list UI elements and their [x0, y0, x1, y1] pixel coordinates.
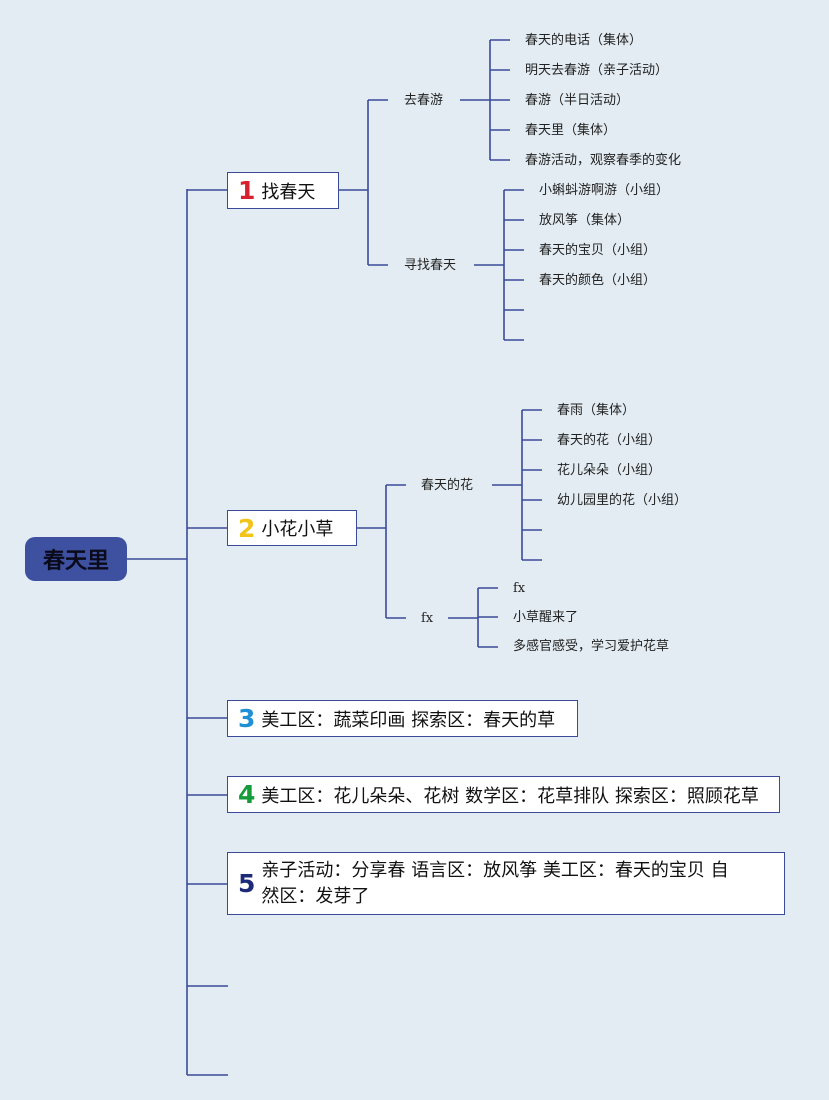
leaf-item[interactable]: 多感官感受，学习爱护花草 — [513, 639, 670, 654]
leaf-item[interactable]: 春天的宝贝（小组） — [539, 243, 657, 258]
leaf-item[interactable]: 幼儿园里的花（小组） — [557, 493, 688, 508]
topic-node-2[interactable]: 2 小花小草 — [227, 510, 357, 546]
topic-node-4[interactable]: 4 美工区：花儿朵朵、花树 数学区：花草排队 探索区：照顾花草 — [227, 776, 780, 813]
leaf-item[interactable]: 花儿朵朵（小组） — [557, 463, 662, 478]
topic-label-4: 美工区：花儿朵朵、花树 数学区：花草排队 探索区：照顾花草 — [261, 785, 759, 807]
leaf-item[interactable]: 放风筝（集体） — [539, 213, 631, 228]
leaf-item[interactable]: fx — [513, 581, 526, 596]
subtopic-xunzhao-chuntian[interactable]: 寻找春天 — [404, 258, 457, 273]
leaf-item[interactable]: 春游活动，观察春季的变化 — [525, 153, 682, 168]
leaf-item[interactable]: 春天里（集体） — [525, 123, 617, 138]
topic-label-1: 找春天 — [261, 181, 316, 203]
topic-number-1: 1 — [238, 176, 256, 205]
topic-node-5[interactable]: 5 亲子活动：分享春 语言区：放风筝 美工区：春天的宝贝 自然区：发芽了 — [227, 852, 785, 915]
root-node[interactable]: 春天里 — [25, 537, 127, 581]
subtopic-qu-chunyou[interactable]: 去春游 — [404, 93, 444, 108]
leaf-item[interactable]: 春天的花（小组） — [557, 433, 662, 448]
topic-node-1[interactable]: 1 找春天 — [227, 172, 339, 209]
leaf-item[interactable]: 明天去春游（亲子活动） — [525, 63, 669, 78]
leaf-item[interactable]: 小蝌蚪游啊游（小组） — [539, 183, 670, 198]
topic-number-3: 3 — [238, 704, 256, 733]
leaf-item[interactable]: 春雨（集体） — [557, 403, 636, 418]
topic-label-2: 小花小草 — [261, 519, 334, 540]
topic-label-3: 美工区：蔬菜印画 探索区：春天的草 — [261, 709, 556, 731]
subtopic-chuntian-de-hua[interactable]: 春天的花 — [421, 478, 474, 493]
leaf-item[interactable]: 春天的颜色（小组） — [539, 273, 657, 288]
subtopic-fx[interactable]: fx — [421, 611, 434, 626]
topic-number-4: 4 — [238, 780, 256, 809]
leaf-item[interactable]: 春游（半日活动） — [525, 93, 630, 108]
leaf-item[interactable]: 春天的电话（集体） — [525, 33, 643, 48]
root-label: 春天里 — [42, 549, 109, 574]
topic-number-2: 2 — [238, 513, 256, 543]
leaf-item[interactable]: 小草醒来了 — [513, 610, 579, 625]
topic-label-5: 亲子活动：分享春 语言区：放风筝 美工区：春天的宝贝 自然区：发芽了 — [261, 859, 729, 907]
topic-number-5: 5 — [238, 869, 256, 898]
topic-node-3[interactable]: 3 美工区：蔬菜印画 探索区：春天的草 — [227, 700, 578, 737]
